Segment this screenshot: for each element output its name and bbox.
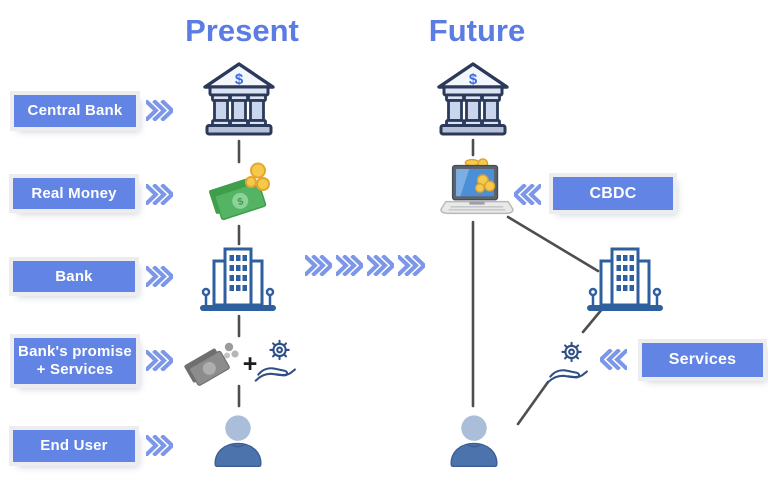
central-bank-icon: $ [434,60,512,138]
dollar-sign: $ [236,196,245,208]
triple-chevron-left-icon [600,349,627,370]
triple-chevron-right-icon [146,350,173,371]
triple-chevron-right-icon [305,255,332,276]
triple-chevron-right-icon [336,255,363,276]
triple-chevron-right-icon [146,184,173,205]
future-link-services-user [516,380,550,426]
triple-chevron-left-icon [514,184,541,205]
person-icon [210,410,266,470]
central-bank-icon: $ [200,60,278,138]
laptop-coins-icon [439,156,515,220]
label-central-bank-text: Central Bank [27,102,123,119]
triple-chevron-right-icon [146,100,173,121]
label-bank-promise-line2: + Services [36,361,114,378]
label-services-text: Services [668,351,737,368]
gear-hand-icon [546,336,592,390]
office-building-icon [198,246,278,314]
label-cbdc-text: CBDC [589,184,637,202]
label-end-user: End User [13,430,135,462]
future-link-bank-services [581,306,605,334]
triple-chevron-right-icon [367,255,394,276]
cash-coins-icon: $ [203,161,273,223]
label-real-money: Real Money [13,178,135,209]
label-end-user-text: End User [40,437,108,454]
triple-chevron-right-icon [398,255,425,276]
label-central-bank: Central Bank [14,95,136,127]
label-bank-promise-line1: Bank's promise [18,343,132,360]
present-title: Present [185,13,299,48]
plus-sign: + [242,350,258,378]
label-bank: Bank [13,261,135,292]
gray-cash-icon [184,338,242,388]
label-bank-promise-services: Bank's promise + Services [14,338,136,384]
future-title: Future [428,13,526,48]
office-building-icon [585,246,665,314]
triple-chevron-right-icon [146,435,173,456]
label-services: Services [642,343,763,377]
dollar-sign: $ [469,71,478,88]
gear-hand-icon [254,334,300,388]
label-cbdc: CBDC [553,177,673,210]
triple-chevron-right-icon [146,266,173,287]
dollar-sign: $ [235,71,244,88]
label-real-money-text: Real Money [31,184,117,202]
future-link-laptop-bank [506,215,600,273]
person-icon [446,410,502,470]
label-bank-text: Bank [55,267,93,285]
